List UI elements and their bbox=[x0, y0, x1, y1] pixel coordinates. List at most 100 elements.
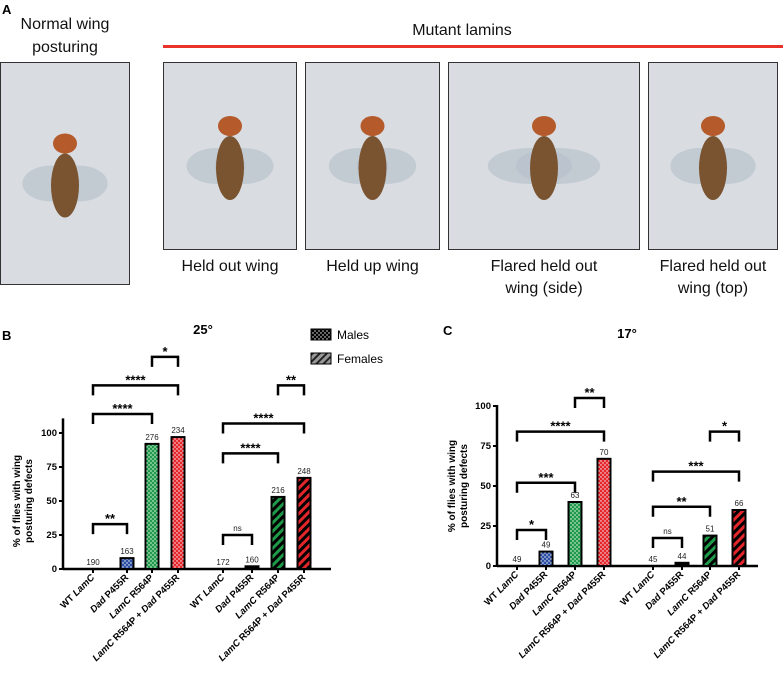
bar-n-label: 70 bbox=[600, 448, 609, 457]
significance-bracket bbox=[221, 452, 280, 464]
photo-held-out-wing: Held out wing bbox=[163, 62, 297, 275]
chart-title: 25° bbox=[193, 322, 213, 337]
significance-label: ** bbox=[286, 372, 297, 387]
legend-label-females: Females bbox=[337, 352, 383, 366]
panel-label: B bbox=[2, 328, 11, 343]
photo-caption: Held up wing bbox=[326, 258, 419, 275]
bar-females bbox=[244, 565, 260, 571]
fly-body bbox=[358, 136, 387, 200]
y-axis-label: % of flies with wingposturing defects bbox=[447, 440, 470, 532]
bar-n-label: 234 bbox=[171, 426, 185, 435]
photo-held-up-wing: Held up wing bbox=[305, 62, 440, 275]
y-tick-label: 25 bbox=[480, 521, 491, 532]
legend-swatch-females bbox=[310, 352, 332, 365]
photo-flared-side: Flared held out wing (side) bbox=[448, 62, 640, 297]
legend-label-males: Males bbox=[337, 328, 369, 342]
significance-bracket bbox=[91, 384, 180, 396]
chart-c: C 17° % of flies with wingposturing defect… bbox=[443, 323, 758, 661]
fly-head bbox=[53, 133, 77, 154]
significance-bracket bbox=[221, 533, 254, 545]
bar-n-label: 51 bbox=[706, 525, 715, 534]
significance-label: ** bbox=[584, 385, 595, 400]
significance-bracket bbox=[651, 536, 684, 548]
fly-head bbox=[532, 116, 556, 136]
fly-body bbox=[51, 153, 79, 218]
bar-n-label: 66 bbox=[735, 499, 744, 508]
wing-shape bbox=[515, 148, 601, 184]
panel-label: C bbox=[443, 323, 453, 338]
significance-bracket bbox=[651, 470, 741, 482]
y-axis-label-line1: % of flies with wing bbox=[447, 440, 458, 532]
significance-bracket bbox=[91, 412, 154, 424]
significance-label: **** bbox=[125, 372, 146, 387]
mutant-divider-line bbox=[163, 45, 783, 48]
fly-head bbox=[360, 116, 385, 136]
photo-caption: Held out wing bbox=[182, 258, 279, 275]
bar-n-label: 49 bbox=[513, 555, 522, 564]
photo-caption-line2: wing (side) bbox=[504, 280, 582, 297]
significance-label: **** bbox=[253, 410, 274, 425]
fly-body bbox=[216, 136, 244, 200]
y-axis-label: % of flies with wingposturing defects bbox=[12, 455, 35, 547]
y-tick-label: 75 bbox=[480, 441, 491, 452]
significance-label: * bbox=[722, 419, 728, 434]
significance-label: **** bbox=[550, 419, 571, 434]
y-tick-label: 25 bbox=[46, 530, 57, 541]
mutant-title: Mutant lamins bbox=[412, 22, 512, 39]
significance-bracket bbox=[150, 355, 180, 367]
significance-label: * bbox=[162, 344, 168, 359]
y-axis-label-line1: % of flies with wing bbox=[12, 455, 23, 547]
bar-males bbox=[538, 550, 554, 567]
legend: Males Females bbox=[310, 328, 383, 366]
bar-females bbox=[731, 509, 747, 567]
fly-body bbox=[530, 136, 558, 200]
fly-body bbox=[699, 136, 727, 200]
y-tick-label: 100 bbox=[475, 401, 491, 412]
fly-head bbox=[701, 116, 725, 136]
bar-n-label: 163 bbox=[120, 547, 134, 556]
bar-n-label: 49 bbox=[542, 541, 551, 550]
significance-label: ** bbox=[105, 511, 116, 526]
bar-n-label: 160 bbox=[245, 555, 259, 564]
bar-n-label: 63 bbox=[571, 491, 580, 500]
bar-females bbox=[296, 476, 312, 571]
bar-n-label: 44 bbox=[678, 552, 687, 561]
significance-bracket bbox=[573, 396, 606, 408]
y-tick-label: 0 bbox=[52, 564, 57, 575]
significance-label: ns bbox=[663, 527, 671, 536]
bar-females bbox=[702, 534, 718, 567]
significance-bracket bbox=[91, 522, 129, 535]
y-tick-label: 75 bbox=[46, 462, 57, 473]
significance-bracket bbox=[515, 430, 606, 442]
chart-title: 17° bbox=[617, 326, 637, 341]
photo-caption-line2: wing (top) bbox=[677, 280, 748, 297]
panel-label-a: A bbox=[2, 2, 12, 17]
significance-label: **** bbox=[112, 401, 133, 416]
bar-females bbox=[674, 561, 690, 567]
significance-bracket bbox=[651, 505, 712, 517]
y-axis-label-line2: posturing defects bbox=[24, 459, 35, 543]
y-tick-label: 0 bbox=[486, 561, 491, 572]
panel-a: A Normal wing posturing Mutant lamins He… bbox=[0, 2, 783, 297]
significance-bracket bbox=[708, 430, 741, 442]
normal-title-line1: Normal wing bbox=[21, 16, 110, 33]
bar-males bbox=[119, 557, 135, 570]
photo-normal-wing bbox=[0, 62, 130, 285]
significance-label: *** bbox=[538, 470, 554, 485]
significance-label: **** bbox=[240, 440, 261, 455]
significance-bracket bbox=[221, 422, 306, 434]
significance-bracket bbox=[515, 528, 548, 540]
normal-title-line2: posturing bbox=[32, 39, 98, 56]
bar-n-label: 190 bbox=[86, 558, 100, 567]
bar-n-label: 248 bbox=[297, 467, 311, 476]
legend-swatch-males bbox=[310, 328, 332, 341]
y-axis-label-line2: posturing defects bbox=[459, 444, 470, 528]
y-tick-label: 50 bbox=[480, 481, 491, 492]
significance-bracket bbox=[276, 384, 306, 396]
bar-males bbox=[170, 436, 186, 570]
bar-males bbox=[144, 442, 160, 571]
photo-caption: Flared held out bbox=[491, 258, 598, 275]
y-tick-label: 50 bbox=[46, 496, 57, 507]
